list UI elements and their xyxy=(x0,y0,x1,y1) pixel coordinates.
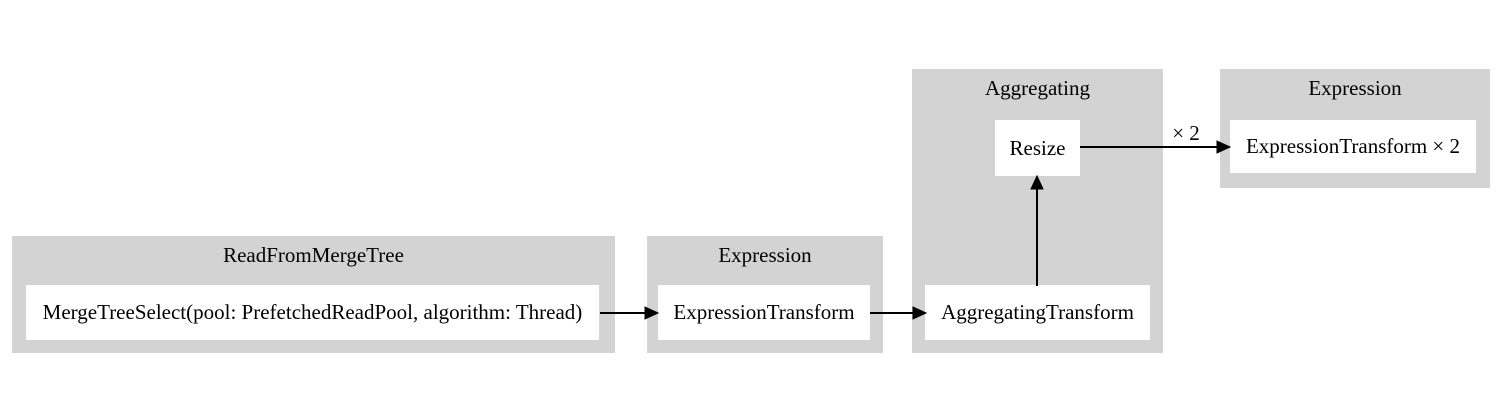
cluster-label-readfrommergetree: ReadFromMergeTree xyxy=(223,243,404,267)
node-aggregatingtransform: AggregatingTransform xyxy=(925,285,1150,340)
node-expressiontransform: ExpressionTransform xyxy=(658,285,870,340)
node-mergetreeselect: MergeTreeSelect(pool: PrefetchedReadPool… xyxy=(26,285,599,340)
node-expressiontransform-x2: ExpressionTransform × 2 xyxy=(1230,120,1476,173)
node-resize: Resize xyxy=(995,120,1080,176)
cluster-label-expression-1: Expression xyxy=(718,243,812,267)
cluster-label-aggregating: Aggregating xyxy=(985,76,1090,100)
cluster-label-expression-2: Expression xyxy=(1308,76,1402,100)
edge-multiplier-label: × 2 xyxy=(1172,121,1200,145)
